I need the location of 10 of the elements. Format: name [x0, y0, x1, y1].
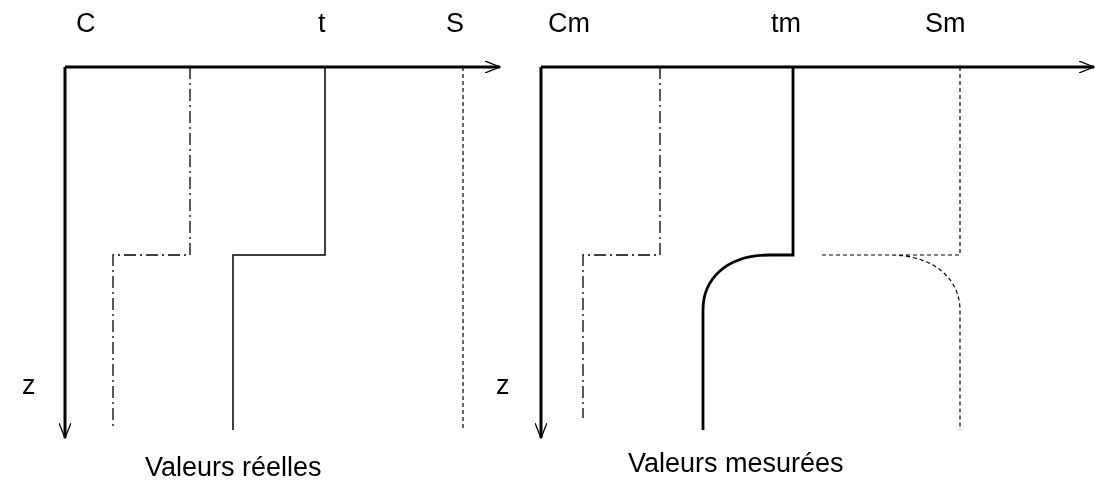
- axis-label: tm: [771, 8, 801, 38]
- axis-label: Cm: [548, 8, 590, 38]
- axis-label: z: [496, 370, 510, 400]
- axis-label: C: [76, 8, 96, 38]
- caption: Valeurs mesurées: [628, 448, 844, 478]
- axis-label: z: [22, 370, 36, 400]
- axis-label: t: [318, 8, 326, 38]
- caption: Valeurs réelles: [145, 452, 322, 482]
- axis-label: S: [446, 8, 464, 38]
- axis-label: Sm: [925, 8, 966, 38]
